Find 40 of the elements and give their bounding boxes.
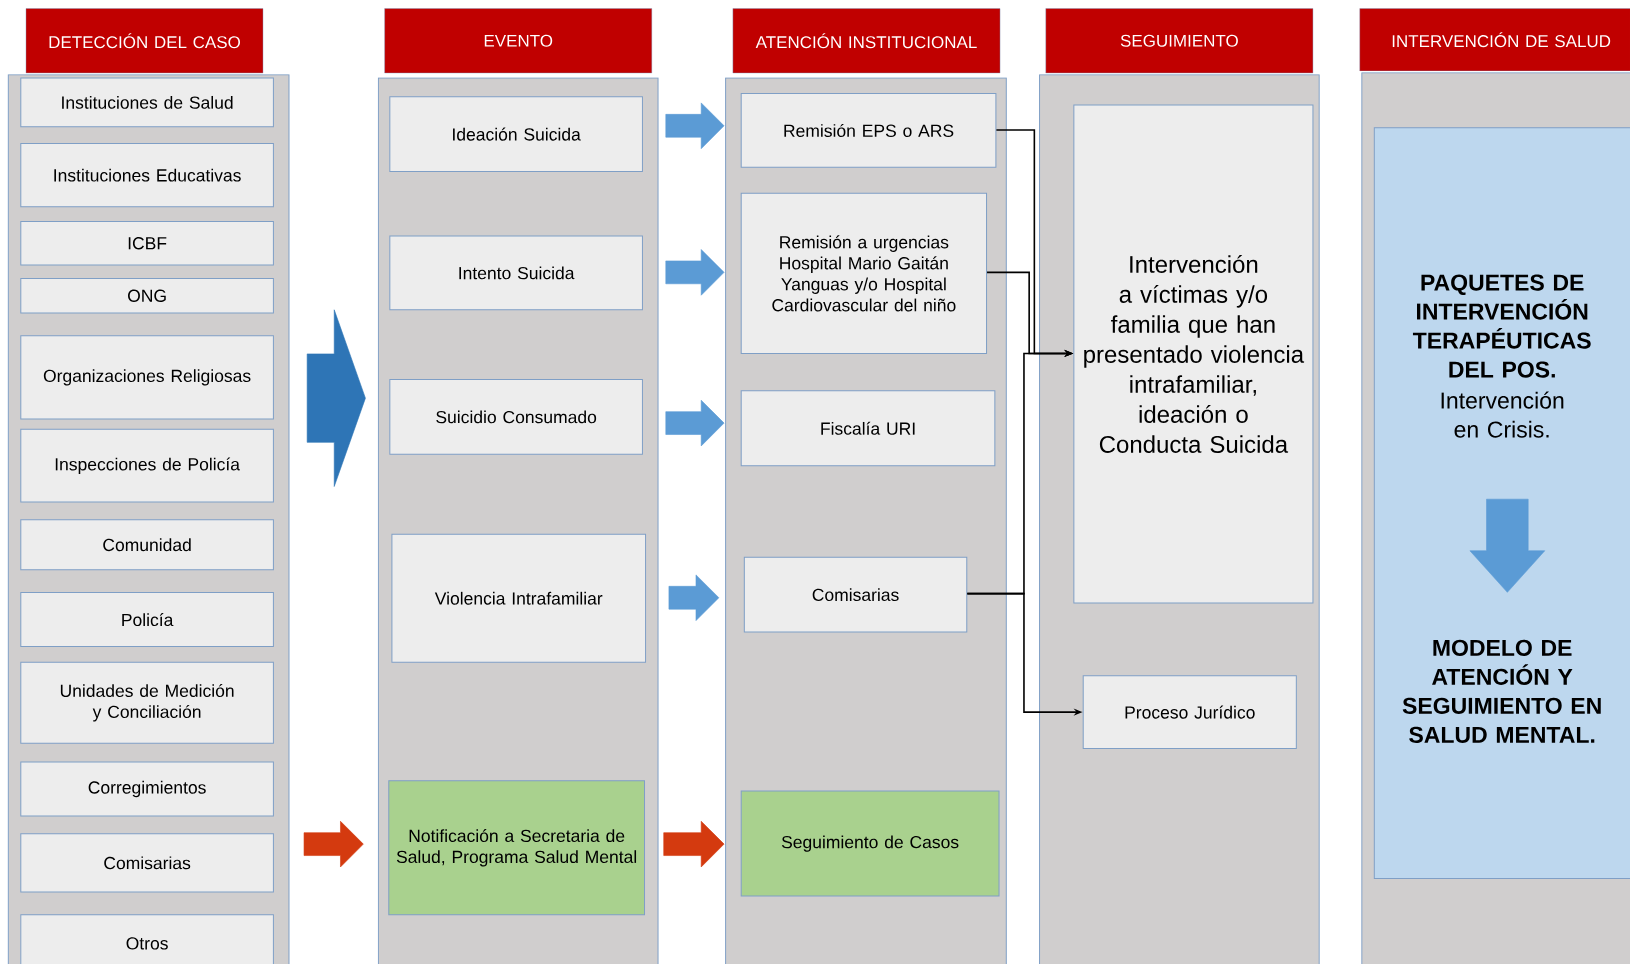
block-arrow [306,309,366,487]
block-arrow [665,399,725,447]
block-arrow [665,102,725,149]
process-box: Comunidad [20,519,274,571]
block-arrow [1469,498,1546,593]
process-box: Remisión EPS o ARS [740,93,997,168]
block-arrow [303,820,364,868]
column-header: DETECCIÓN DEL CASO [25,8,264,74]
process-box: ONG [20,278,274,314]
column-header: ATENCIÓN INSTITUCIONAL [732,8,1001,74]
process-box: Otros [20,914,274,964]
block-arrow [663,820,725,868]
process-box [1373,127,1630,879]
process-box: Remisión a urgencias Hospital Mario Gaitán Yanguas y/o Hospital Cardiovascular del niño [740,192,988,354]
column-header: INTERVENCIÓN DE SALUD [1359,8,1630,72]
process-box: Notificación a Secretaria de Salud, Programa Salud Mental [388,780,646,916]
process-box: Intervención a víctimas y/o familia que han presentado violencia intrafamiliar, ideación o Conducta Suicida [1073,104,1314,604]
process-box: Suicidio Consumado [389,378,643,455]
process-box: Instituciones Educativas [20,142,274,208]
column-header: SEGUIMIENTO [1045,8,1314,74]
process-box: Organizaciones Religiosas [20,335,274,420]
process-box: Violencia Intrafamiliar [391,533,647,663]
block-arrow [668,574,720,621]
process-box: Proceso Jurídico [1082,675,1297,749]
process-box: ICBF [20,220,274,266]
box-text: MODELO DE ATENCIÓN Y SEGUIMIENTO EN SALUD MENTAL. [1402,639,1601,743]
process-box: Instituciones de Salud [20,77,274,128]
process-box: Inspecciones de Policía [20,428,274,503]
block-arrow [665,249,725,296]
box-text: PAQUETES DE INTERVENCIÓN TERAPÉUTICAS DEL POS. Intervención en Crisis. [1412,274,1591,438]
process-box: Fiscalía URI [740,390,996,467]
process-box: Corregimientos [20,761,274,817]
process-box: Policía [20,592,274,648]
process-box: Ideación Suicida [389,96,643,173]
column-header: EVENTO [384,8,652,74]
process-box: Seguimiento de Casos [740,790,1000,897]
process-box: Intento Suicida [389,235,643,311]
process-box: Comisarias [20,833,274,893]
process-box: Unidades de Medición y Conciliación [20,661,274,744]
process-box: Comisarias [743,556,968,633]
